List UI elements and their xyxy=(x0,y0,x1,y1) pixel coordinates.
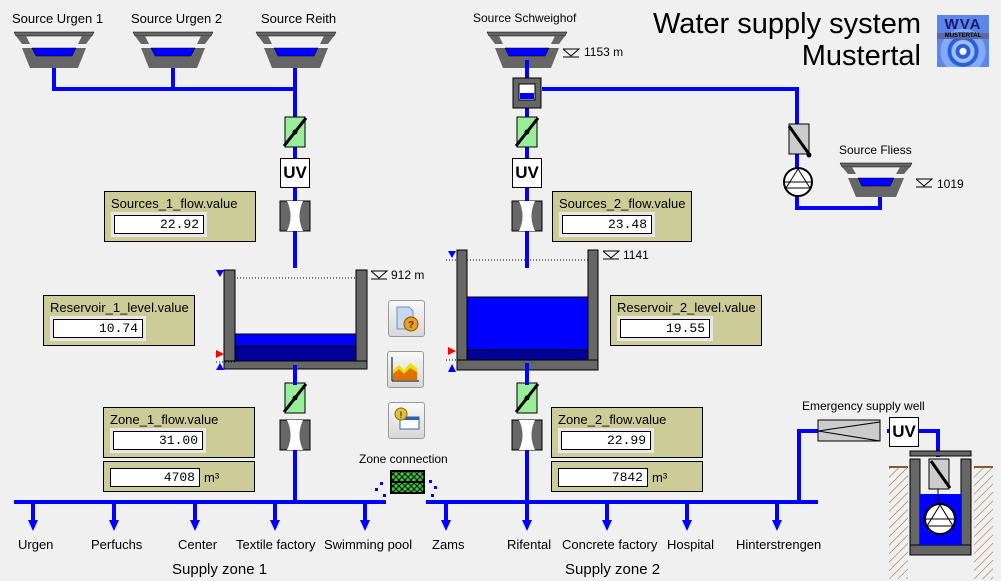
source-schweighof-label: Source Schweighof xyxy=(473,11,577,25)
help-document-icon: ? xyxy=(396,306,419,332)
zone-1-total-panel: 4708 m³ xyxy=(103,461,255,492)
outlet-arrow xyxy=(441,502,451,531)
consumer-perfuchs: Perfuchs xyxy=(91,537,143,552)
reservoir-1-level-title: Reservoir_1_level.value xyxy=(50,300,189,315)
outlet-arrow xyxy=(109,502,119,531)
reservoir-2-level-title: Reservoir_2_level.value xyxy=(617,300,756,315)
fliess-check-valve[interactable] xyxy=(787,123,812,158)
sources-1-flow-panel: Sources_1_flow.value 22.92 xyxy=(104,191,256,242)
zone-1-total-value: 4708 xyxy=(110,468,200,487)
outlet-arrow xyxy=(270,502,280,531)
uv-disinfection-1[interactable]: UV xyxy=(280,158,310,188)
valve-zone-2[interactable] xyxy=(514,382,540,414)
consumer-center: Center xyxy=(178,537,218,552)
spring-basin-urgen-2 xyxy=(132,31,214,68)
outlet-arrow xyxy=(522,502,532,531)
title-line-1: Water supply system xyxy=(652,8,921,40)
sources-2-flow-panel: Sources_2_flow.value 23.48 xyxy=(552,191,692,242)
supply-zone-1-label: Supply zone 1 xyxy=(172,561,268,578)
reservoir-2 xyxy=(446,249,599,372)
flow-meter-sources-2 xyxy=(511,200,543,232)
zone-1-flow-value: 31.00 xyxy=(113,431,203,450)
consumer-urgen: Urgen xyxy=(18,537,54,552)
trend-button[interactable] xyxy=(387,351,424,388)
schweighof-elevation: 1153 m xyxy=(584,45,624,59)
spring-basin-reith xyxy=(255,31,337,68)
alarm-button[interactable]: ! xyxy=(388,402,425,439)
alarm-window-icon: ! xyxy=(394,407,420,430)
source-urgen-1-label: Source Urgen 1 xyxy=(12,11,104,26)
help-button[interactable]: ? xyxy=(388,300,425,337)
flow-meter-zone-1 xyxy=(279,419,311,451)
reservoir-2-elevation: 1141 xyxy=(623,248,649,262)
zone-1-flow-panel: Zone_1_flow.value 31.00 xyxy=(103,407,255,458)
consumer-swimming-pool: Swimming pool xyxy=(324,537,413,552)
outlet-arrow xyxy=(602,502,612,531)
elevation-marks xyxy=(370,48,934,280)
svg-text:!: ! xyxy=(400,410,403,420)
fliess-elevation: 1019 xyxy=(937,177,964,191)
zone-2-flow-value: 22.99 xyxy=(561,431,651,450)
outlet-arrow xyxy=(682,502,692,531)
logo-text: WVA xyxy=(944,16,982,33)
supply-zone-2-label: Supply zone 2 xyxy=(565,561,661,578)
source-urgen-2-label: Source Urgen 2 xyxy=(131,11,223,26)
zone-connection-valve[interactable] xyxy=(375,470,437,497)
consumer-zams: Zams xyxy=(432,537,465,552)
reservoir-2-level-panel: Reservoir_2_level.value 19.55 xyxy=(610,295,762,346)
fliess-pump[interactable] xyxy=(783,167,813,197)
spring-basin-urgen-1 xyxy=(13,31,95,68)
valve-sources-1[interactable] xyxy=(282,116,308,148)
valve-sources-2[interactable] xyxy=(514,116,540,148)
sources-2-flow-title: Sources_2_flow.value xyxy=(559,196,686,211)
svg-text:?: ? xyxy=(408,320,414,331)
uv-disinfection-2[interactable]: UV xyxy=(512,158,542,188)
spring-basin-schweighof xyxy=(486,31,568,68)
uv-disinfection-emergency[interactable]: UV xyxy=(889,417,919,447)
reservoir-1-elevation: 912 m xyxy=(391,268,425,282)
zone-2-total-value: 7842 xyxy=(558,468,648,487)
page-title: Water supply system Mustertal xyxy=(653,8,921,72)
zone-1-flow-title: Zone_1_flow.value xyxy=(110,412,219,427)
consumer-concrete-factory: Concrete factory xyxy=(562,537,658,552)
sources-1-flow-value: 22.92 xyxy=(114,215,204,234)
consumer-hinterstrengen: Hinterstrengen xyxy=(736,537,822,552)
distribution-pipes xyxy=(14,429,940,504)
zone-2-total-panel: 7842 m³ xyxy=(551,461,703,492)
trend-chart-icon xyxy=(391,357,419,382)
sources-2-flow-value: 23.48 xyxy=(562,215,652,234)
consumer-rifental: Rifental xyxy=(507,537,552,552)
consumer-textile-factory: Textile factory xyxy=(236,537,316,552)
zone-1-total-unit: m³ xyxy=(204,470,220,485)
outlet-arrow xyxy=(772,502,782,531)
spring-basin-fliess xyxy=(839,162,913,197)
consumer-hospital: Hospital xyxy=(667,537,714,552)
zone-2-flow-panel: Zone_2_flow.value 22.99 xyxy=(551,407,703,458)
title-line-2: Mustertal xyxy=(801,40,921,72)
outlet-arrow xyxy=(28,502,38,531)
reservoir-1-level-panel: Reservoir_1_level.value 10.74 xyxy=(43,295,195,346)
outlet-arrow xyxy=(360,502,370,531)
zone-connection-label: Zone connection xyxy=(359,452,448,466)
flow-meter-zone-2 xyxy=(511,419,543,451)
sources-1-flow-title: Sources_1_flow.value xyxy=(111,196,238,211)
zone-2-flow-title: Zone_2_flow.value xyxy=(558,412,667,427)
emergency-well-label: Emergency supply well xyxy=(802,399,925,413)
reservoir-1-level-value: 10.74 xyxy=(53,319,143,338)
source-reith-label: Source Reith xyxy=(261,11,337,26)
reservoir-1 xyxy=(216,269,368,370)
wva-logo: WVA MUSTERTAL xyxy=(937,15,989,67)
logo-subtext: MUSTERTAL xyxy=(937,33,989,39)
source-fliess-label: Source Fliess xyxy=(839,143,912,157)
collection-chamber-schweighof xyxy=(512,77,542,109)
reservoir-2-level-value: 19.55 xyxy=(620,319,710,338)
emergency-filter xyxy=(817,419,881,442)
outlet-arrow xyxy=(190,502,200,531)
flow-meter-sources-1 xyxy=(279,200,311,232)
consumer-outlets xyxy=(28,502,782,531)
emergency-well xyxy=(889,450,993,580)
valve-zone-1[interactable] xyxy=(282,382,308,414)
zone-2-total-unit: m³ xyxy=(652,470,668,485)
